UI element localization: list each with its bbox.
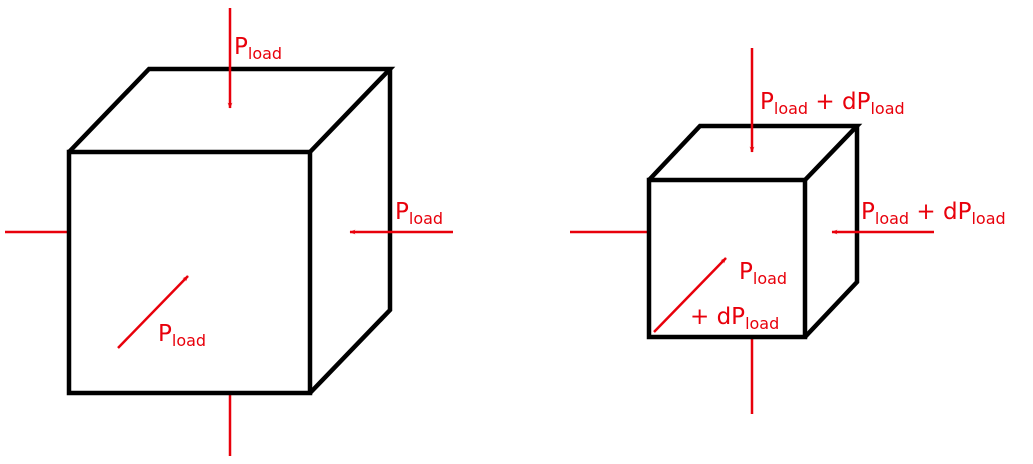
left-cube-side-label: Pload xyxy=(395,199,443,228)
left-cube-front-face xyxy=(66,149,313,396)
right-cube-top-face xyxy=(647,123,863,182)
left-cube-group: Pload Pload Pload xyxy=(5,8,453,456)
right-cube-front-label-line2: + dPload xyxy=(690,304,779,333)
left-cube-front-label: Pload xyxy=(158,321,206,350)
left-cube xyxy=(66,66,396,396)
left-cube-side-face xyxy=(308,69,393,395)
right-cube-side-face xyxy=(803,126,860,339)
left-cube-top-label: Pload xyxy=(234,34,282,63)
left-cube-front-load-arrow xyxy=(117,275,189,349)
right-cube-side-label: Pload + dPload xyxy=(861,199,1006,228)
right-cube-front-label-line1: Pload xyxy=(739,259,787,288)
right-cube-group: Pload + dPload Pload + dPload Pload + dP… xyxy=(570,48,1006,414)
right-cube-top-label: Pload + dPload xyxy=(760,89,905,118)
right-cube-front-load-arrow xyxy=(653,257,727,333)
left-cube-top-face xyxy=(67,66,396,154)
right-cube xyxy=(646,123,863,340)
